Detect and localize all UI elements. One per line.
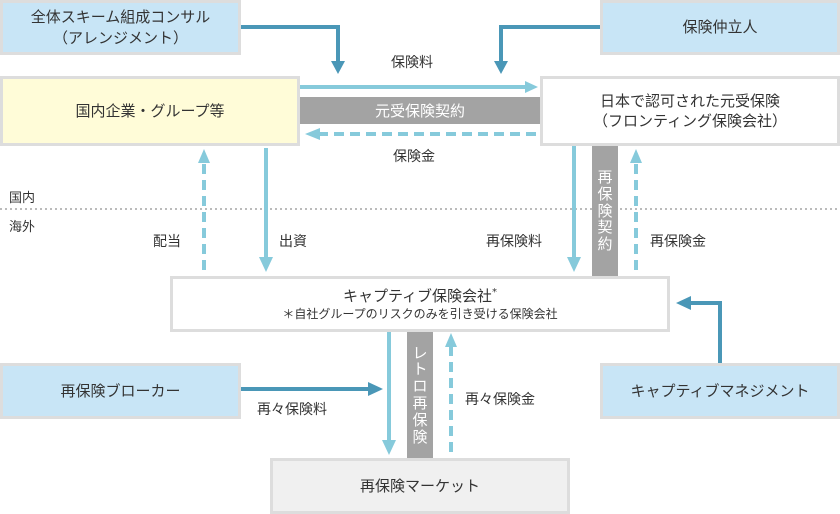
region-label-domestic: 国内 (9, 191, 36, 206)
label-retro-premium: 再々保険料 (257, 402, 327, 418)
reinsurance-contract-char: 再 (597, 168, 613, 186)
primary-contract-band: 元受保険契約 (300, 97, 540, 124)
domestic-company-box: 国内企業・グループ等 (0, 76, 300, 146)
captive-asterisk: * (492, 286, 498, 298)
reinsurance-contract-char: 約 (597, 235, 613, 254)
arrow-consultant-to-premium (240, 25, 340, 62)
label-reinsurance-claim: 再保険金 (650, 234, 706, 250)
reinsurance-market-box: 再保険マーケット (270, 458, 570, 514)
arrowhead-claim (305, 128, 320, 140)
reinsurance-contract-band: 再 保 険 契 約 (592, 146, 618, 276)
retro-reinsurance-char: レ (412, 343, 428, 362)
retro-reinsurance-char: ト (412, 360, 428, 379)
reinsurance-broker-label: 再保険ブローカー (60, 381, 181, 400)
captive-management-box: キャプティブマネジメント (600, 363, 840, 419)
captive-title-text: キャプティブ保険会社 (342, 286, 493, 305)
arrowhead-consultant (331, 61, 345, 74)
consultant-line1: 全体スキーム組成コンサル (30, 8, 211, 27)
reinsurance-contract-char: 保 (597, 184, 613, 203)
reinsurance-contract-char: 険 (597, 201, 613, 220)
arrow-management-to-captive (690, 301, 722, 363)
arrowhead-broker (494, 61, 508, 74)
arrowhead-retro-premium (382, 440, 396, 455)
retro-reinsurance-band: レ ト ロ 再 保 険 (407, 332, 433, 458)
label-premium: 保険料 (391, 55, 433, 71)
fronting-insurer-line1: 日本で認可された元受保険 (599, 91, 780, 110)
label-dividend: 配当 (153, 234, 181, 250)
captive-management-label: キャプティブマネジメント (630, 381, 810, 400)
reinsurance-contract-char: 契 (597, 218, 613, 237)
arrowhead-reinsurance-broker (368, 382, 383, 396)
retro-reinsurance-char: ロ (412, 377, 428, 396)
label-investment: 出資 (279, 234, 307, 250)
captive-insurer-note: ＊自社グループのリスクのみを引き受ける保険会社 (282, 307, 558, 322)
label-retro-claim: 再々保険金 (465, 392, 535, 408)
consultant-box: 全体スキーム組成コンサル （アレンジメント） (0, 0, 241, 55)
arrowhead-premium (525, 81, 538, 93)
region-label-overseas: 海外 (9, 220, 36, 235)
insurance-broker-box: 保険仲立人 (600, 0, 840, 55)
consultant-line2: （アレンジメント） (52, 28, 188, 47)
arrowhead-reinsurance-premium (567, 257, 581, 272)
arrowhead-management (676, 296, 691, 310)
arrow-broker-to-premium (499, 25, 600, 62)
retro-reinsurance-char: 再 (412, 394, 428, 412)
fronting-insurer-box: 日本で認可された元受保険 （フロンティング保険会社） (540, 76, 840, 146)
captive-insurer-title: キャプティブ保険会社* (343, 286, 497, 306)
reinsurance-market-label: 再保険マーケット (359, 476, 480, 495)
retro-reinsurance-char: 険 (412, 427, 428, 446)
retro-reinsurance-char: 保 (412, 410, 428, 429)
arrowhead-investment (259, 257, 273, 272)
insurance-broker-label: 保険仲立人 (682, 18, 758, 37)
label-claim-payment: 保険金 (393, 149, 435, 165)
reinsurance-broker-box: 再保険ブローカー (0, 363, 241, 419)
arrowhead-retro-claim (445, 333, 457, 347)
fronting-insurer-line2: （フロンティング保険会社） (592, 112, 788, 130)
domestic-company-label: 国内企業・グループ等 (75, 101, 225, 120)
arrowhead-reinsurance-claim (630, 149, 642, 163)
arrowhead-dividend (198, 149, 210, 163)
captive-insurer-box: キャプティブ保険会社* ＊自社グループのリスクのみを引き受ける保険会社 (170, 276, 670, 332)
label-reinsurance-premium: 再保険料 (486, 234, 542, 250)
